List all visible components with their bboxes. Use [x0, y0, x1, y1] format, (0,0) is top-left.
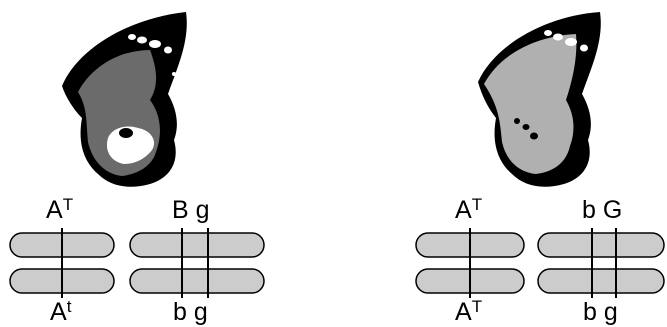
- allele-label-bg-bottom-right: b g: [583, 298, 618, 326]
- wing-left-apex-spot-3: [149, 40, 161, 48]
- wing-left-apex-spot-1: [128, 34, 136, 40]
- wing-right-black-spot-3: [530, 132, 538, 140]
- wing-right-apex-spot-1: [544, 30, 552, 36]
- panel-right: AT b G AT b g: [415, 12, 665, 326]
- allele-label-bg-top-left: B g: [172, 196, 210, 224]
- chromosome-pair-a-left: [9, 228, 115, 298]
- wing-right-black-spot-2: [522, 124, 530, 130]
- chromosome-bg-top: [537, 232, 665, 258]
- chromosome-bg-bottom: [537, 268, 665, 294]
- butterfly-wing-dark-icon: [62, 12, 187, 187]
- allele-label-a-top-left: AT: [46, 195, 73, 224]
- wing-right-apex-spot-4: [580, 44, 588, 52]
- wing-left-apex-spot-2: [137, 36, 147, 44]
- wing-right-apex-spot-3: [565, 38, 577, 46]
- allele-label-a-top-right: AT: [455, 195, 482, 224]
- wing-right-black-spot-1: [514, 118, 520, 124]
- chromosome-pair-bg-right: [537, 228, 665, 298]
- chromosome-bg-bottom: [129, 268, 265, 294]
- chromosome-pair-a-right: [415, 228, 525, 298]
- butterfly-wing-light-icon: [478, 12, 601, 187]
- wing-right-apex-spot-2: [553, 33, 563, 41]
- chromosome-bg-top: [129, 232, 265, 258]
- allele-label-a-bottom-right: AT: [455, 297, 482, 326]
- panel-left: AT B g At b g: [9, 12, 265, 326]
- wing-left-apex-spot-4: [164, 46, 172, 54]
- allele-label-bg-bottom-left: b g: [173, 298, 208, 326]
- allele-label-bg-top-right: b G: [582, 196, 622, 224]
- wing-right-inner: [484, 34, 577, 174]
- wing-left-black-spot: [119, 128, 133, 138]
- allele-label-a-bottom-left: At: [50, 297, 72, 326]
- wing-left-edge-spot: [172, 72, 176, 76]
- wing-left-white-patch: [106, 126, 155, 164]
- chromosome-pair-bg-left: [129, 228, 265, 298]
